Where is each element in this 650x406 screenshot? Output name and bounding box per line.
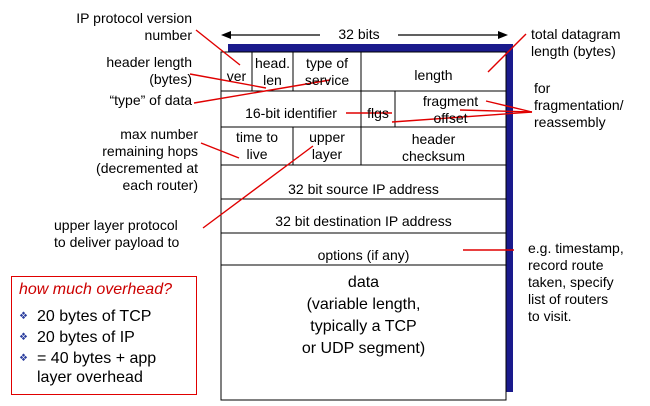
field-type-of-service: type of service: [293, 55, 361, 89]
overhead-item-2-text: 20 bytes of IP: [37, 329, 135, 346]
column-dividers: [251, 52, 396, 165]
field-header-length: head. len: [252, 55, 293, 89]
annotation-upper-protocol-line2: to deliver payload to: [54, 234, 180, 250]
field-header-length-line2: len: [263, 72, 282, 88]
field-identifier: 16-bit identifier: [245, 105, 337, 121]
annotation-max-hops: max number remaining hops (decremented a…: [96, 126, 198, 194]
overhead-title: how much overhead?: [19, 281, 172, 298]
annotation-fragmentation: for fragmentation/ reassembly: [534, 80, 624, 131]
annotation-max-hops-line2: remaining hops: [102, 143, 198, 159]
annotation-fragmentation-line2: fragmentation/: [534, 97, 624, 113]
overhead-item-3-text: = 40 bytes + app: [37, 350, 157, 367]
annotation-header-length-line2: (bytes): [149, 71, 192, 87]
annotation-options: e.g. timestamp, record route taken, spec…: [528, 240, 624, 325]
field-time-to-live: time to live: [221, 129, 293, 163]
overhead-item-2: ❖ 20 bytes of IP: [19, 328, 135, 347]
field-destination-ip: 32 bit destination IP address: [275, 213, 452, 229]
field-ttl-line1: time to: [235, 129, 278, 145]
annotation-ip-version-line1: IP protocol version: [76, 10, 192, 26]
annotation-options-line1: e.g. timestamp,: [528, 240, 624, 256]
field-header-checksum: header checksum: [361, 131, 506, 165]
field-checksum-line2: checksum: [401, 148, 466, 164]
field-tos-line1: type of: [305, 55, 349, 71]
field-fragment-offset-line2: offset: [433, 110, 468, 126]
overhead-box: how much overhead? ❖ 20 bytes of TCP ❖ 20 …: [11, 276, 197, 395]
annotation-options-line3: taken, specify: [528, 274, 614, 290]
field-upper-layer-line1: upper: [309, 129, 345, 145]
annotation-upper-protocol: upper layer protocol to deliver payload …: [54, 217, 179, 251]
annotation-total-length-line1: total datagram: [531, 26, 621, 42]
annotation-type-of-data: “type” of data: [109, 92, 193, 108]
field-data-line2: (variable length,: [306, 296, 421, 313]
annotation-options-line5: to visit.: [528, 308, 572, 324]
field-fragment-offset: fragment offset: [395, 93, 506, 127]
bullet-icon: ❖: [19, 332, 28, 343]
annotation-max-hops-line1: max number: [120, 126, 198, 142]
overhead-item-1-text: 20 bytes of TCP: [37, 308, 152, 325]
field-fragment-offset-line1: fragment: [422, 93, 479, 109]
field-version: ver: [226, 68, 247, 84]
field-ttl-line2: live: [246, 146, 268, 162]
annotation-total-length-line2: length (bytes): [531, 43, 616, 59]
field-length: length: [414, 67, 453, 83]
field-data: data (variable length, typically a TCP o…: [221, 272, 506, 360]
annotation-options-line4: list of routers: [528, 291, 609, 307]
row-dividers: [221, 90, 506, 266]
field-tos-line2: service: [304, 72, 350, 88]
annotation-ip-version: IP protocol version number: [76, 10, 192, 44]
bullet-icon: ❖: [19, 311, 28, 322]
field-options: options (if any): [317, 247, 410, 263]
field-flags: flgs: [367, 105, 389, 121]
field-data-line4: or UDP segment): [301, 340, 426, 357]
overhead-item-1: ❖ 20 bytes of TCP: [19, 307, 151, 326]
field-upper-layer: upper layer: [293, 129, 361, 163]
field-checksum-line1: header: [411, 131, 456, 147]
field-data-line1: data: [347, 274, 380, 291]
annotation-header-length-line1: header length: [106, 54, 192, 70]
annotation-max-hops-line4: each router): [122, 177, 198, 193]
annotation-fragmentation-line1: for: [534, 80, 551, 96]
annotation-total-length: total datagram length (bytes): [531, 26, 621, 60]
annotation-ip-version-line2: number: [144, 27, 192, 43]
annotation-max-hops-line3: (decremented at: [96, 160, 198, 176]
header-width-label: 32 bits: [338, 26, 380, 42]
overhead-item-3-continued: layer overhead: [37, 369, 143, 386]
annotation-upper-protocol-line1: upper layer protocol: [54, 217, 178, 233]
annotation-fragmentation-line3: reassembly: [534, 114, 606, 130]
field-header-length-line1: head.: [254, 55, 291, 71]
datagram-table: [220, 51, 507, 401]
field-upper-layer-line2: layer: [311, 146, 343, 162]
overhead-item-3: ❖ = 40 bytes + app layer overhead: [19, 349, 156, 387]
bullet-icon: ❖: [19, 353, 28, 364]
width-arrow: [221, 31, 508, 39]
annotation-header-length: header length (bytes): [106, 54, 192, 88]
field-source-ip: 32 bit source IP address: [288, 181, 439, 197]
annotation-options-line2: record route: [528, 257, 604, 273]
field-data-line3: typically a TCP: [310, 318, 417, 335]
pointer-lines: [189, 29, 533, 251]
